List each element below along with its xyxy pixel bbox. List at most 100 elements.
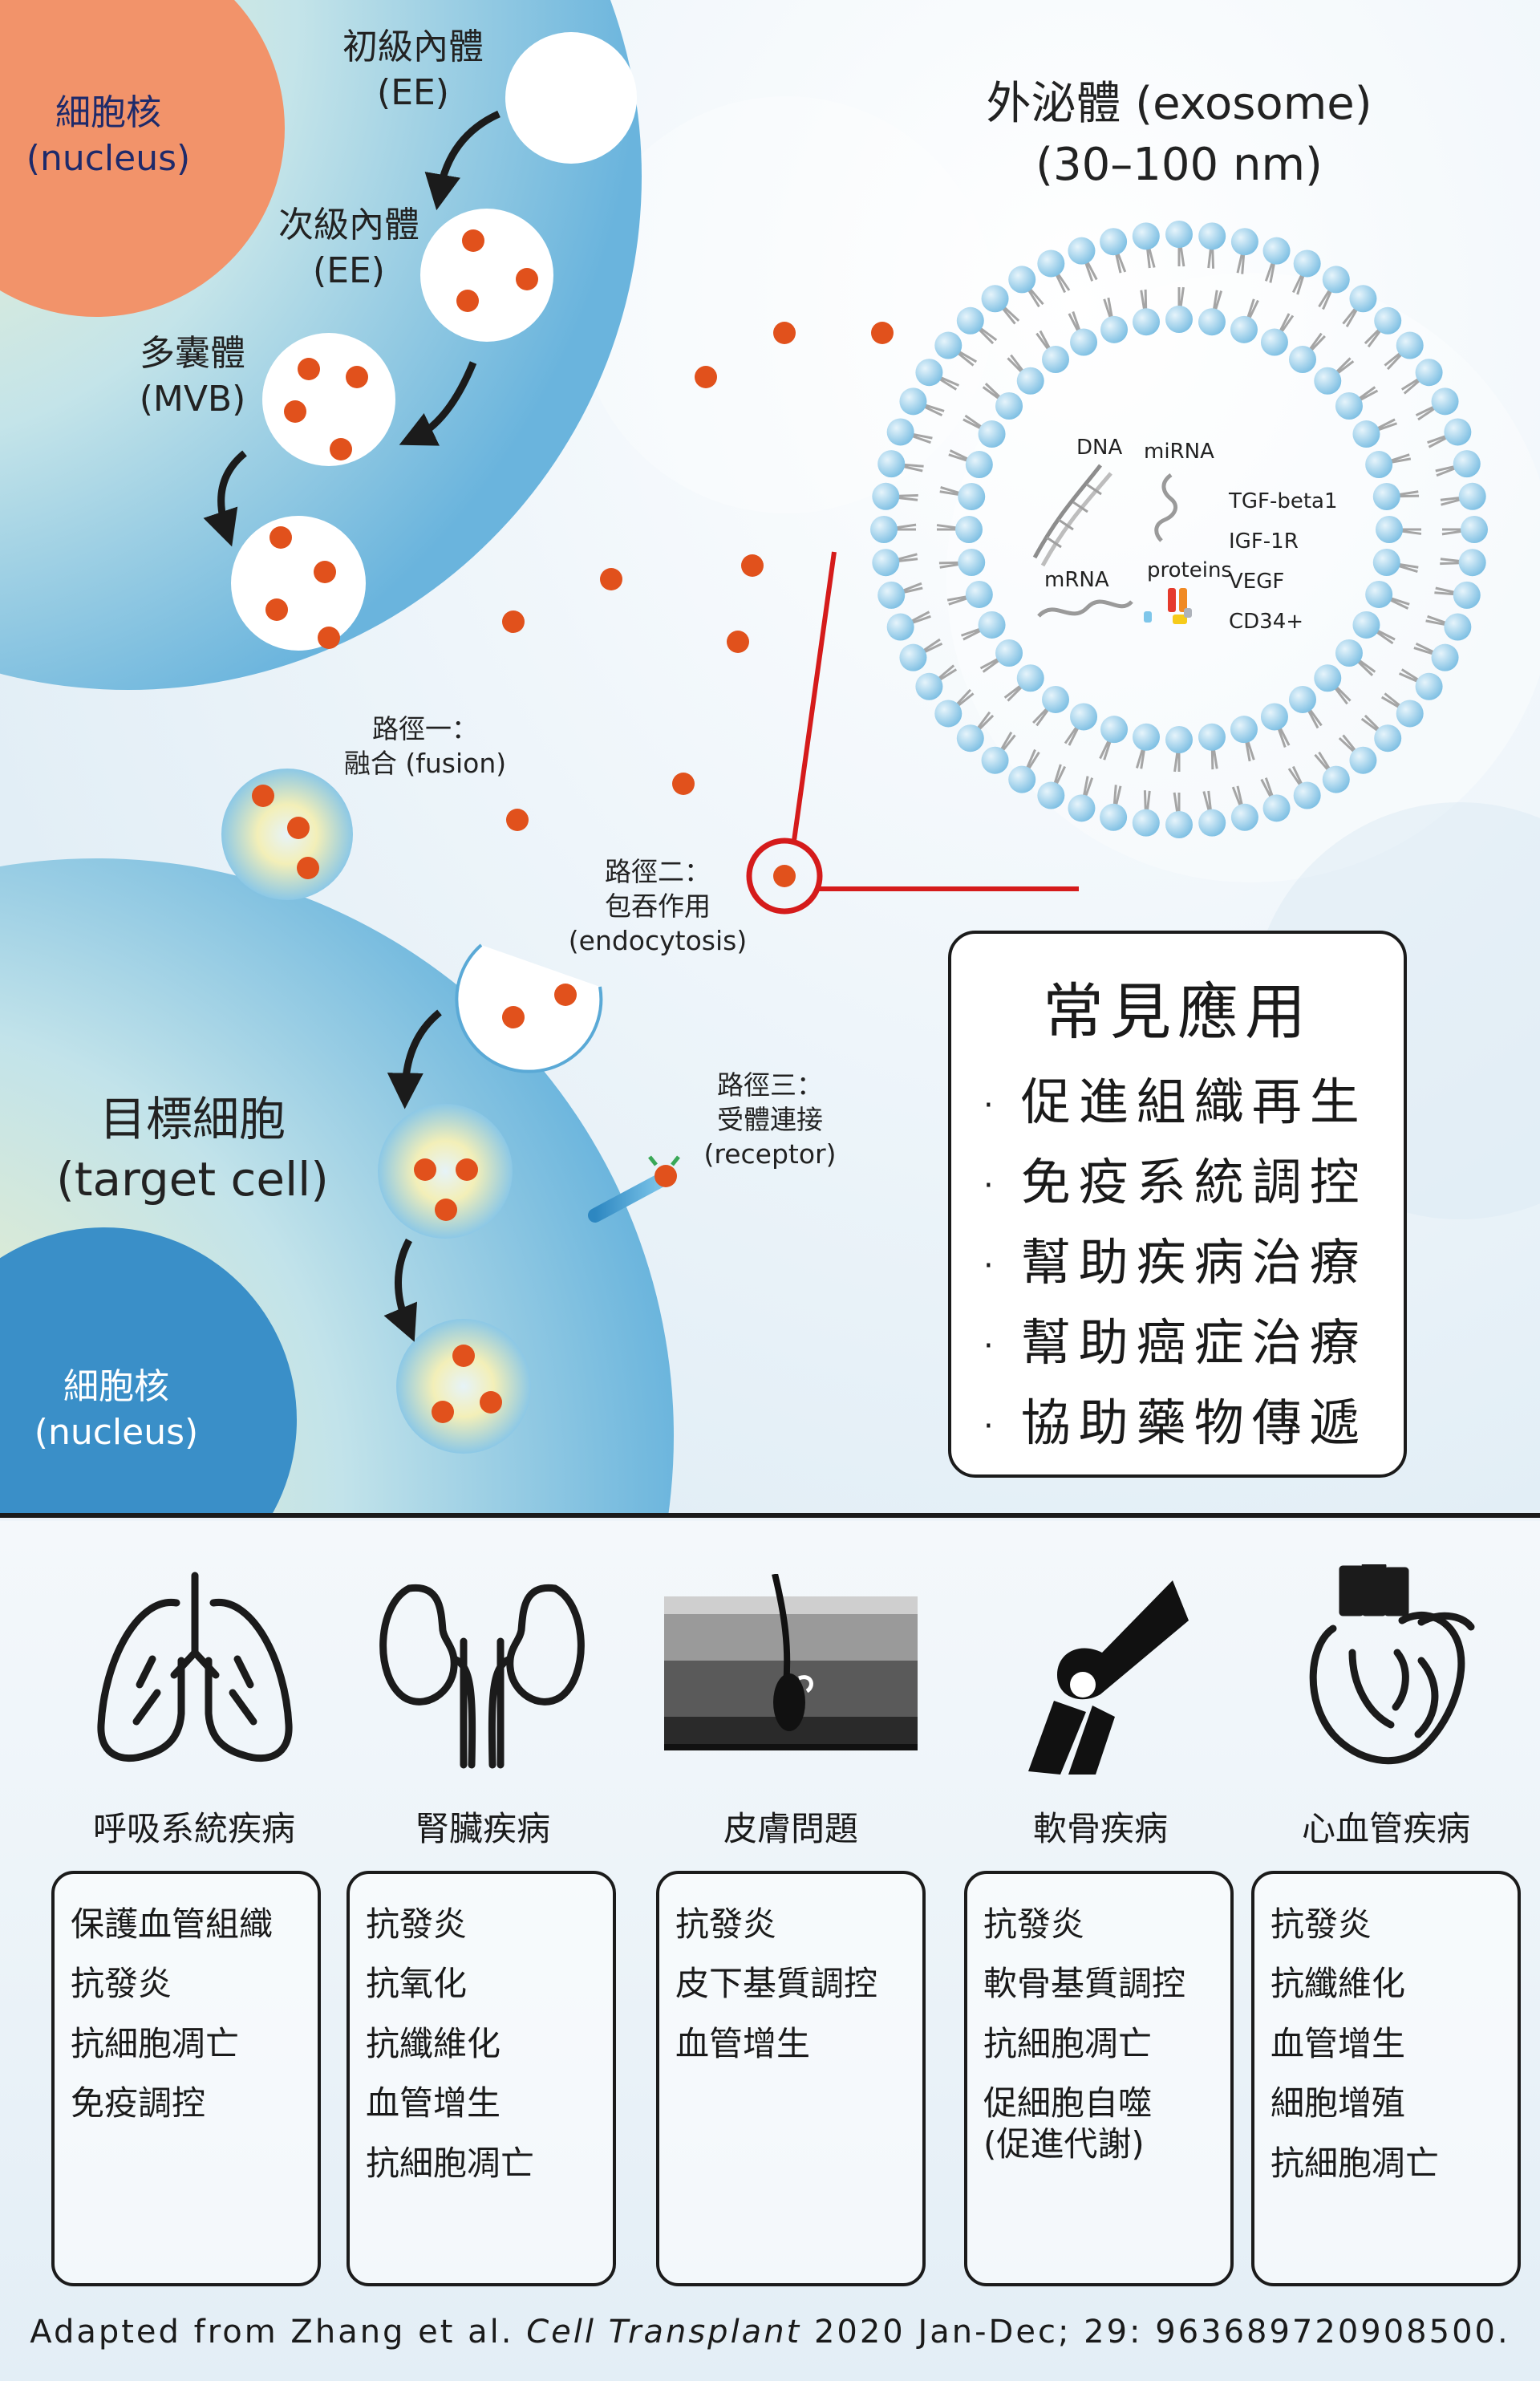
pathway-diagram [0,0,1488,1516]
arrow-mvb-release [203,450,247,547]
exosome-particle [871,322,894,344]
application-item-0: ·促進組織再生 [983,1062,1368,1142]
heart-icon [1301,1562,1479,1778]
phospholipid-head [1376,516,1403,543]
exosome-particle [600,568,622,590]
applications-box: 常見應用 ·促進組織再生·免疫系統調控·幫助疾病治療·幫助癌症治療·協助藥物傳遞 [948,931,1407,1478]
phospholipid-head [872,482,900,510]
card-item: 細胞增殖 [1270,2083,1406,2123]
exosome-particle [252,785,274,807]
phospholipid-head [1133,308,1161,336]
exosome-particle [330,438,352,460]
exosome-particle [502,610,525,633]
phospholipid-head [1431,643,1459,671]
exosome-size: (30–100 nm) [1035,138,1323,191]
phospholipid-head [1230,803,1258,831]
phospholipid-head [1165,221,1193,248]
phospholipid-head [1396,700,1424,728]
card-item: 抗發炎 [983,1904,1085,1944]
marker-cd34: CD34+ [1229,610,1304,634]
exosome-particle [414,1158,436,1181]
phospholipid-head [1132,222,1160,250]
exosome-particle [452,1345,475,1367]
endosomal-vesicle [396,1319,531,1454]
dna-helix-icon [1032,464,1112,567]
cargo-mrna-label: mRNA [1044,568,1109,592]
phospholipid-head [978,610,1006,639]
early-endosome-zh: 初級內體 [342,26,484,67]
phospholipid-head [1068,237,1096,265]
phospholipid-head [1444,613,1472,641]
phospholipid-head [1374,306,1402,335]
phospholipid-head [1100,315,1129,343]
route-receptor-title: 路徑三： [717,1069,823,1101]
source-nucleus-zh: 細胞核 [55,92,161,133]
phospholipid-head [1100,228,1128,256]
mirna-icon [1154,473,1178,542]
bullet-dot: · [983,1166,1002,1204]
membrane-receptor [588,1155,680,1223]
exosome-title-text: 外泌體 (exosome) [986,78,1372,130]
mvb-en: (MVB) [139,379,246,420]
phospholipid-head [1335,639,1363,667]
source-nucleus-label: 細胞核 (nucleus) [24,90,192,181]
phospholipid-head [1461,516,1488,543]
bullet-dot: · [983,1327,1002,1365]
exosome-particle [432,1401,454,1423]
exosome-particle [435,1199,457,1221]
category-kidney-label: 腎臟疾病 [415,1809,550,1848]
phospholipid-head [1322,765,1350,793]
card-item: 抗細胞凋亡 [366,2143,535,2183]
phospholipid-head [958,548,986,576]
phospholipid-head [1349,746,1377,774]
mvb-label: 多囊體 (MVB) [112,331,273,422]
phospholipid-head [1100,716,1129,744]
phospholipid-head [1458,549,1486,577]
exosome-particle [502,1006,525,1028]
route-endocytosis-title: 路徑二： [605,856,711,887]
late-endosome-zh: 次級內體 [278,205,419,245]
phospholipid-head [956,306,984,335]
phospholipid-head [1314,367,1342,395]
phospholipid-head [1198,723,1226,751]
phospholipid-head [1458,482,1486,510]
citation-prefix: Adapted from Zhang et al. [30,2314,527,2351]
phospholipid-head [1100,803,1128,831]
phospholipid-head [978,420,1006,448]
citation-suffix: 2020 Jan-Dec; 29: 963689720908500. [801,2314,1510,2351]
phospholipid-head [1016,664,1044,692]
phospholipid-head [1008,266,1036,294]
card-item: 抗纖維化 [1270,1964,1406,2004]
phospholipid-head [1165,726,1193,753]
route-fusion-label: 路徑一： 融合 (fusion) [321,712,529,781]
phospholipid-head [1068,794,1096,822]
exosome-particle [297,857,319,879]
phospholipid-head [870,516,898,543]
phospholipid-head [1365,580,1393,608]
phospholipid-head [995,639,1023,667]
phospholipid-head [1230,228,1258,256]
phospholipid-head [1260,703,1288,731]
card-item: 血管增生 [1270,2023,1406,2063]
arrow-internal-transit [383,1238,418,1342]
application-text: 幫助疾病治療 [1020,1233,1368,1292]
phospholipid-head [1070,703,1098,731]
category-respiratory-card: 保護血管組織抗發炎抗細胞凋亡免疫調控 [51,1871,321,2286]
marker-vegf: VEGF [1229,570,1285,594]
phospholipid-head [1415,359,1443,387]
phospholipid-head [1133,723,1161,751]
marker-tgf-beta1: TGF-beta1 [1229,489,1338,513]
internalized-vesicle [378,1104,513,1239]
route-endocytosis-label: 路徑二： 包吞作用 (endocytosis) [553,855,762,959]
phospholipid-head [915,359,943,387]
card-item: 抗氧化 [366,1964,468,2004]
fusion-vesicle [221,769,353,900]
phospholipid-head [934,700,962,728]
phospholipid-head [1070,328,1098,356]
category-cartilage-label: 軟骨疾病 [1032,1809,1168,1848]
exosome-particle [284,400,306,423]
card-item: 抗發炎 [71,1964,172,2004]
category-cardiovascular-label: 心血管疾病 [1301,1809,1470,1848]
category-cartilage-card: 抗發炎軟骨基質調控抗細胞凋亡促細胞自噬 (促進代謝) [964,1871,1234,2286]
application-text: 幫助癌症治療 [1020,1313,1368,1372]
